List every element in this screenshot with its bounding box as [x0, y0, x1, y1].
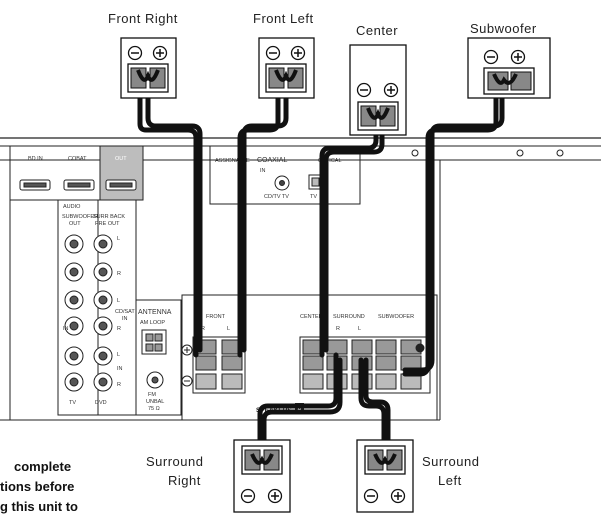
surround-l-label: L [358, 326, 361, 332]
front-r-label: R [201, 326, 205, 332]
center-speaker-terminal [349, 44, 407, 136]
cable-front-right-2 [137, 92, 199, 358]
hdmi-cobat-label: COBAT [68, 156, 87, 162]
subwoofer-terminal-label: SUBWOOFER [378, 314, 414, 320]
cd-sat-label: CD/SAT [115, 309, 135, 315]
optical-label: OPTICAL [318, 158, 342, 164]
dvd-jack-label: DVD [95, 400, 107, 406]
tv-label-optical: TV [310, 194, 317, 200]
note-line-1: complete [14, 459, 71, 474]
coaxial-in-label: IN [260, 168, 266, 174]
surr-back-label-1: SURR BACK [93, 214, 125, 220]
surr-back-label-2: PRE OUT [95, 221, 120, 227]
jack-label-in-1: IN [122, 316, 128, 322]
cable-subwoofer [402, 92, 505, 373]
jack-label-l-3: L [117, 352, 120, 358]
surround-left-label-1: Surround [422, 454, 479, 469]
cable-center [323, 127, 385, 353]
fm-label: FM [148, 392, 156, 398]
terminal-polarity-marks [181, 343, 425, 387]
jack-label-l-2: L [117, 298, 120, 304]
note-line-3: g this unit to [0, 499, 78, 514]
subwoofer-out-label-2: OUT [69, 221, 81, 227]
front-left-label: Front Left [253, 11, 314, 26]
front-left-speaker-terminal [258, 37, 315, 99]
cable-front-right [145, 92, 203, 353]
tv-jack-label: TV [69, 400, 76, 406]
am-loop-terminal [141, 329, 167, 355]
center-terminal-label: CENTER [300, 314, 323, 320]
jack-label-r-3: R [117, 382, 121, 388]
fm-75-label: 75 Ω [148, 406, 160, 412]
surround-left-label-2: Left [438, 473, 462, 488]
cable-surround-right [257, 352, 339, 448]
jack-label-r-2: R [117, 326, 121, 332]
fm-antenna-jack [146, 371, 164, 389]
surround-right-speaker-terminal [233, 439, 291, 513]
assignable-label: ASSIGNABLE [215, 158, 250, 164]
surround-right-label-1: Surround [146, 454, 203, 469]
jack-label-in-3: IN [117, 366, 123, 372]
front-right-speaker-terminal [120, 37, 177, 99]
coaxial-label: COAXIAL [257, 157, 287, 164]
jack-label-in-2: IN [63, 326, 69, 332]
fm-unbal-label: UNBAL [146, 399, 164, 405]
cable-subwoofer-2 [402, 92, 499, 377]
front-right-label: Front Right [108, 11, 178, 26]
note-line-2: tions before [0, 479, 74, 494]
hdmi-bdin-label: BD IN [28, 156, 43, 162]
cd-tv-label: CD/TV TV [264, 194, 289, 200]
antenna-label: ANTENNA [138, 309, 172, 316]
jack-label-l-1: L [117, 236, 120, 242]
rca-jacks [64, 234, 113, 392]
cable-surround-left [358, 357, 387, 448]
cable-front-left-2 [237, 92, 281, 358]
hdmi-ports [19, 179, 137, 191]
surround-terminal-label: SURROUND [333, 314, 365, 320]
coaxial-jack [274, 175, 290, 191]
hdmi-out-label: OUT [115, 156, 127, 162]
cable-center-2 [319, 127, 379, 358]
surround-right-label-2: Right [168, 473, 201, 488]
am-loop-label: AM LOOP [140, 320, 165, 326]
speaker-cables [137, 92, 505, 448]
subwoofer-label: Subwoofer [470, 21, 537, 36]
front-terminal-label: FRONT [206, 314, 226, 320]
surround-left-speaker-terminal [356, 439, 414, 513]
surround-r-label: R [336, 326, 340, 332]
front-l-label: L [227, 326, 230, 332]
subwoofer-out-label-1: SUBWOOFER [62, 214, 98, 220]
jack-label-r-1: R [117, 271, 121, 277]
audio-label: AUDIO [63, 204, 81, 210]
cable-front-left [241, 92, 289, 353]
center-label: Center [356, 23, 398, 38]
cable-surround-left-2 [363, 357, 391, 448]
subwoofer-speaker-terminal [467, 37, 551, 99]
receiver-rear-panel [0, 137, 601, 421]
cable-surround-right-2 [261, 357, 343, 448]
